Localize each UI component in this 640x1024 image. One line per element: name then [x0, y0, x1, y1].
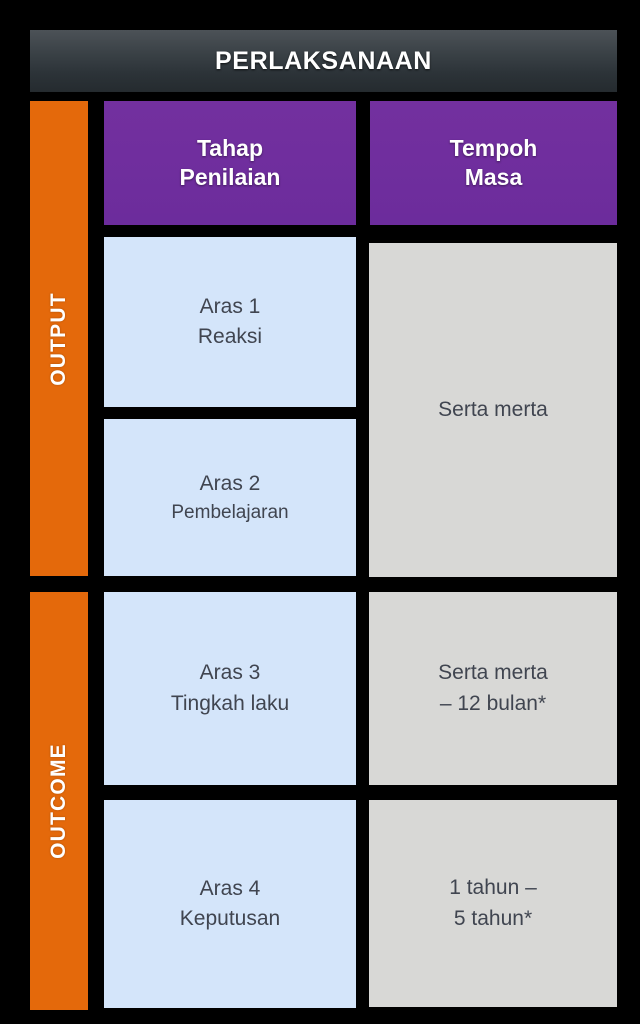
column-header-line-2: Penilaian: [179, 164, 281, 190]
column-header-tahap-penilaian-text: Tahap Penilaian: [180, 134, 281, 192]
cell-line-2: Pembelajaran: [171, 501, 289, 523]
group-label-output-text: OUTPUT: [47, 291, 70, 386]
cell-duration-aras-3-text: Serta merta – 12 bulan*: [438, 658, 548, 719]
cell-level-aras-2: Aras 2 Pembelajaran: [104, 419, 356, 576]
cell-level-aras-1-text: Aras 1 Reaksi: [198, 292, 262, 353]
cell-duration-aras-3: Serta merta – 12 bulan*: [369, 592, 617, 785]
group-label-outcome: OUTCOME: [30, 592, 88, 1010]
cell-level-aras-2-text: Aras 2 Pembelajaran: [171, 469, 288, 527]
cell-level-aras-4-text: Aras 4 Keputusan: [180, 874, 280, 935]
cell-line-1: Aras 3: [199, 661, 261, 685]
cell-line-1: Serta merta: [438, 661, 548, 685]
column-header-tempoh-masa-text: Tempoh Masa: [450, 134, 538, 192]
cell-duration-aras-4: 1 tahun – 5 tahun*: [369, 800, 617, 1007]
page-title: PERLAKSANAAN: [215, 46, 432, 75]
cell-line-2: Tingkah laku: [170, 691, 290, 715]
diagram-title-bar: PERLAKSANAAN: [30, 30, 617, 92]
cell-line-2: – 12 bulan*: [439, 691, 547, 715]
cell-level-aras-3-text: Aras 3 Tingkah laku: [171, 658, 289, 719]
group-label-output: OUTPUT: [30, 101, 88, 576]
column-header-line-1: Tahap: [196, 135, 263, 162]
cell-duration-output: Serta merta: [369, 243, 617, 577]
group-label-outcome-text: OUTCOME: [47, 743, 71, 859]
cell-level-aras-4: Aras 4 Keputusan: [104, 800, 356, 1008]
cell-line-1: Aras 1: [199, 294, 261, 318]
column-header-tahap-penilaian: Tahap Penilaian: [104, 101, 356, 225]
column-header-tempoh-masa: Tempoh Masa: [370, 101, 617, 225]
cell-line-2: Keputusan: [179, 907, 281, 930]
cell-duration-output-text: Serta merta: [438, 395, 548, 425]
cell-line-2: 5 tahun*: [453, 906, 533, 930]
cell-line-1: Aras 4: [199, 876, 261, 900]
cell-line-1: Serta merta: [438, 397, 548, 421]
cell-duration-aras-4-text: 1 tahun – 5 tahun*: [449, 873, 537, 934]
cell-line-1: 1 tahun –: [449, 876, 537, 900]
column-header-line-1: Tempoh: [449, 135, 538, 162]
cell-line-1: Aras 2: [199, 471, 261, 495]
cell-level-aras-3: Aras 3 Tingkah laku: [104, 592, 356, 785]
cell-level-aras-1: Aras 1 Reaksi: [104, 237, 356, 407]
column-header-line-2: Masa: [464, 164, 523, 190]
cell-line-2: Reaksi: [197, 325, 263, 348]
